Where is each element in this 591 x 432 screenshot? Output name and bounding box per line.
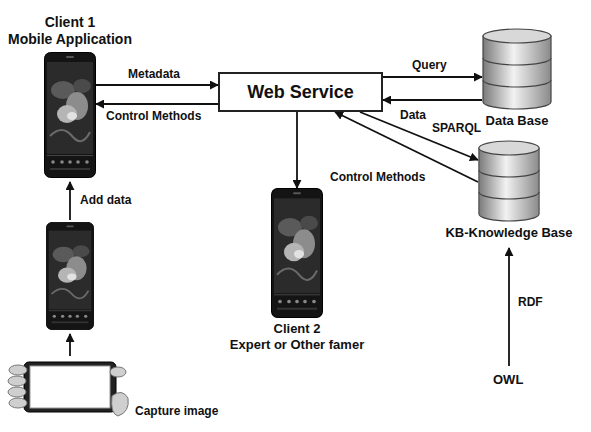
node-subtitle: Mobile Application (8, 31, 132, 48)
cylinder-top (479, 141, 539, 155)
node-title: KB-Knowledge Base (445, 225, 572, 241)
node-text: Client 1Mobile Application (8, 14, 132, 48)
database-cylinder: Data Base (482, 28, 552, 110)
edge-label: Metadata (128, 67, 180, 81)
node-text: Data Base (486, 113, 549, 129)
cylinder-body (479, 148, 539, 221)
edge-label: Control Methods (106, 109, 201, 123)
node-title: Web Service (247, 82, 354, 103)
step-label: Capture image (135, 404, 218, 418)
phone-landscape (24, 362, 116, 412)
node-subtitle: Expert or Other famer (230, 337, 364, 353)
flow-arrow (296, 112, 298, 188)
edge-label: Data (400, 108, 426, 122)
cylinder-band (479, 170, 539, 177)
finger (8, 387, 26, 397)
client-phone: Client 1Mobile Application (44, 52, 96, 178)
flow-arrow (383, 76, 482, 78)
add-arrow (69, 182, 71, 220)
cylinder-band (479, 192, 539, 199)
cylinder-band (483, 80, 551, 87)
service-box: Web Service (218, 72, 383, 112)
thumb (112, 392, 129, 416)
label-box: RDF (518, 295, 543, 309)
label-box: Capture image (135, 404, 218, 418)
edge-label-box: SPARQL (432, 121, 481, 135)
cylinder-band (483, 58, 551, 65)
node-title: Data Base (486, 113, 549, 129)
phone-shape (44, 52, 96, 178)
node-title: Client 2 (230, 321, 364, 337)
phone-shape (271, 188, 323, 318)
cylinder-shape (482, 28, 552, 110)
edge-label: SPARQL (432, 121, 481, 135)
cylinder-shape (478, 140, 540, 222)
source-label: OWL (493, 372, 523, 387)
node-text: Web Service (220, 74, 381, 110)
label-box: OWL (493, 372, 523, 387)
edge-label-box: Control Methods (330, 170, 425, 184)
flow-arrow (383, 99, 482, 101)
cylinder-body (483, 36, 551, 109)
edge-label-box: Metadata (128, 67, 180, 81)
edge-label-box: Control Methods (106, 109, 201, 123)
flow-arrow (96, 103, 218, 105)
edge-label: Query (412, 58, 447, 72)
finger (9, 398, 27, 408)
edge-label: Control Methods (330, 170, 425, 184)
finger (9, 365, 27, 375)
rdf-arrow (508, 248, 510, 366)
phone-illustration (46, 222, 93, 329)
edge-label-box: Query (412, 58, 447, 72)
arrow-label: RDF (518, 295, 543, 309)
edge-label-box: Data (400, 108, 426, 122)
capture-arrow (69, 334, 71, 356)
knowledge-base-cylinder: KB-Knowledge Base (478, 140, 540, 222)
label-box: Add data (80, 193, 131, 207)
node-title: Client 1 (8, 14, 132, 31)
client-phone: Client 2Expert or Other famer (271, 188, 323, 318)
flow-arrow (96, 84, 218, 86)
hand-illustration (8, 362, 128, 416)
phone-body (272, 189, 323, 318)
node-text: Client 2Expert or Other famer (230, 321, 364, 353)
phone-body (45, 53, 96, 178)
phone-screen (30, 366, 110, 408)
finger (110, 367, 126, 377)
step-label: Add data (80, 193, 131, 207)
finger (8, 376, 26, 386)
cylinder-top (483, 29, 551, 43)
node-text: KB-Knowledge Base (445, 225, 572, 241)
